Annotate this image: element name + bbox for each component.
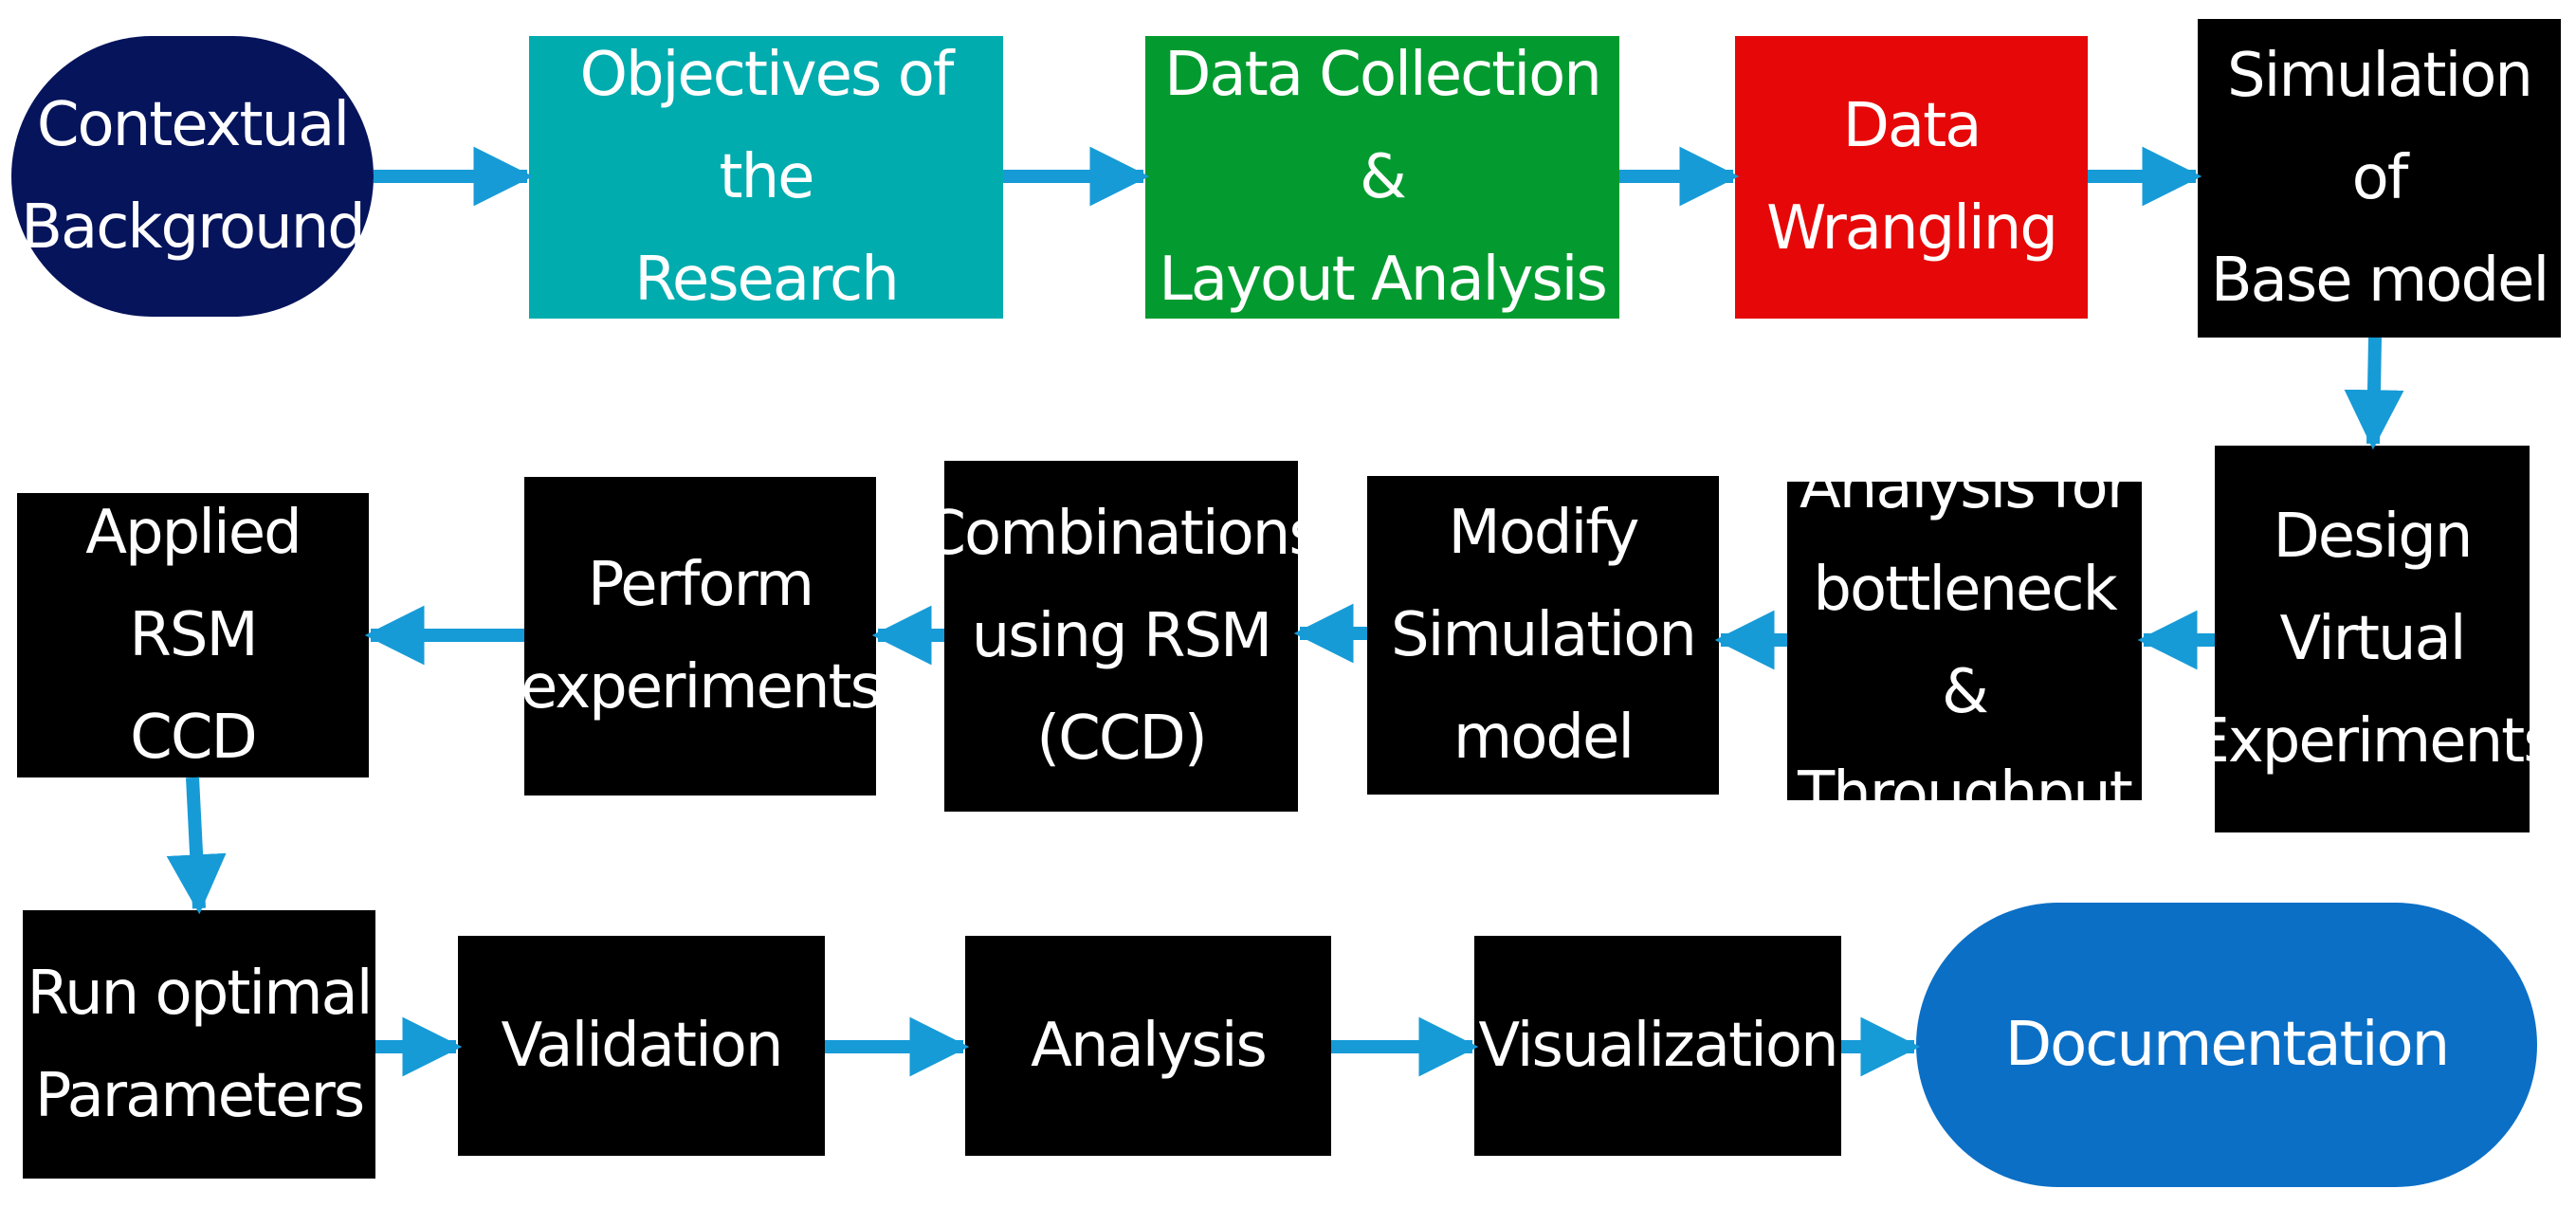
validation-label: Validation <box>501 1011 783 1081</box>
visualization-label: Visualization <box>1478 1011 1838 1081</box>
data-collection-node: Data Collection & Layout Analysis <box>1145 36 1619 319</box>
analysis-bottleneck-label: Analysis for bottleneck & Throughput <box>1798 452 2133 830</box>
validation-node: Validation <box>458 936 825 1156</box>
base-simulation-label: Simulation of Base model <box>2210 41 2549 316</box>
contextual-background-node: Contextual Background <box>11 36 374 317</box>
analysis-node: Analysis <box>965 936 1331 1156</box>
modify-simulation-label: Modify Simulation model <box>1391 498 1697 773</box>
run-optimal-label: Run optimal Parameters <box>27 958 373 1131</box>
combinations-label: Combinations using RSM (CCD) <box>923 499 1320 774</box>
run-optimal-node: Run optimal Parameters <box>23 910 375 1179</box>
documentation-label: Documentation <box>2004 1010 2450 1080</box>
documentation-node: Documentation <box>1916 903 2537 1187</box>
data-wrangling-node: Data Wrangling <box>1735 36 2088 319</box>
analysis-label: Analysis <box>1031 1011 1268 1081</box>
objectives-label: Objectives of the Research <box>579 40 955 315</box>
base-simulation-node: Simulation of Base model <box>2198 19 2561 338</box>
arrow-base-to-design <box>2344 337 2404 450</box>
analysis-bottleneck-node: Analysis for bottleneck & Throughput <box>1787 452 2142 830</box>
perform-experiments-label: Perform experiments <box>521 550 882 722</box>
modify-simulation-node: Modify Simulation model <box>1367 476 1719 795</box>
perform-experiments-node: Perform experiments <box>521 477 882 796</box>
data-wrangling-label: Data Wrangling <box>1766 91 2058 264</box>
design-experiments-node: Design Virtual Experiments <box>2191 446 2555 832</box>
applied-rsm-node: Applied RSM CCD <box>17 493 369 777</box>
design-experiments-label: Design Virtual Experiments <box>2191 502 2554 777</box>
combinations-node: Combinations using RSM (CCD) <box>923 461 1321 812</box>
objectives-node: Objectives of the Research <box>529 36 1003 319</box>
data-collection-label: Data Collection & Layout Analysis <box>1159 40 1608 315</box>
contextual-background-label: Contextual Background <box>21 90 366 263</box>
visualization-node: Visualization <box>1474 936 1841 1156</box>
applied-rsm-label: Applied RSM CCD <box>85 498 302 773</box>
arrow-applied-to-run <box>166 777 227 915</box>
